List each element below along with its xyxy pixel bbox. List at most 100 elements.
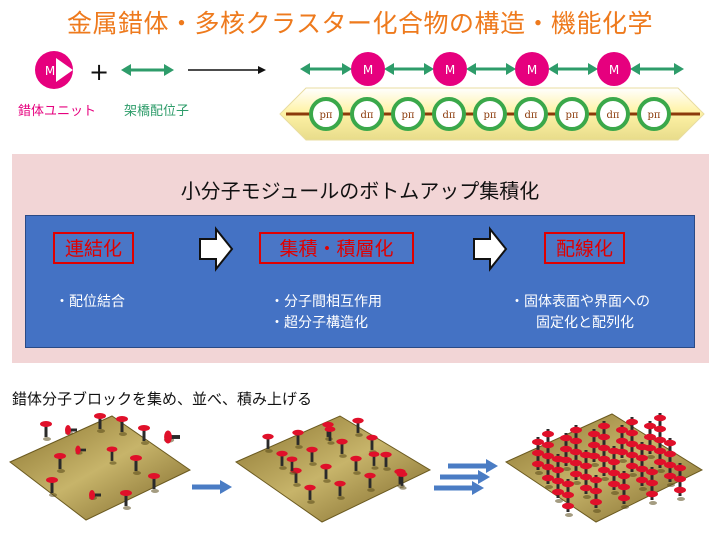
stacked-column	[532, 437, 544, 470]
complex-block	[570, 426, 582, 434]
orbital-label: pπ	[484, 110, 497, 121]
stage-stacking: 集積・積層化	[259, 232, 414, 264]
complex-block	[396, 471, 408, 490]
stacked-column	[618, 471, 630, 504]
complex-block	[334, 480, 346, 500]
column-shadow	[629, 473, 637, 477]
chain-ligands	[300, 63, 684, 75]
integration-title: 小分子モジュールのボトムアップ集積化	[180, 179, 540, 203]
complex-block	[542, 441, 554, 449]
complex-block	[94, 413, 106, 433]
column-shadow	[667, 483, 675, 487]
complex-block	[598, 422, 610, 430]
complex-block	[542, 430, 554, 438]
complex-block	[138, 425, 150, 445]
bullet-intermolecular: ・分子間相互作用	[270, 294, 382, 310]
orbital-ring: pπ	[637, 97, 671, 131]
scattered-blocks	[40, 413, 180, 510]
plus-sign: +	[89, 58, 110, 86]
complex-block	[89, 490, 101, 500]
column-shadow	[535, 471, 543, 475]
column-shadow	[583, 495, 591, 499]
complex-block	[106, 446, 118, 465]
stage-arrow-icon	[199, 226, 234, 272]
stacked-column	[664, 438, 676, 482]
orbital-label: pπ	[566, 110, 579, 121]
complex-block	[562, 480, 574, 488]
stacked-column	[542, 429, 554, 484]
complex-block	[324, 426, 336, 445]
complex-block	[654, 447, 666, 455]
complex-block	[654, 425, 666, 433]
orbital-ring: pπ	[391, 97, 425, 131]
bullet-alignment: 固定化と配列化	[536, 315, 634, 331]
complex-block	[654, 414, 666, 422]
orbital-label: dπ	[607, 110, 620, 121]
complex-block	[368, 451, 380, 470]
complex-block	[570, 448, 582, 456]
complex-block	[562, 491, 574, 499]
complex-block	[380, 451, 392, 471]
complex-block	[674, 464, 686, 472]
complex-block	[65, 425, 77, 435]
complex-block	[364, 472, 376, 492]
column-shadow	[591, 463, 599, 467]
column-shadow	[647, 455, 655, 459]
orbital-ring: dπ	[514, 97, 548, 131]
complex-block	[608, 458, 620, 466]
stacked-blocks	[532, 413, 686, 517]
bullet-coordination: ・配位結合	[55, 294, 125, 310]
complex-block	[580, 462, 592, 470]
complex-block	[636, 476, 648, 484]
stacked-column	[616, 425, 628, 458]
bridge-caption: 架橋配位子	[124, 104, 190, 119]
column-shadow	[565, 513, 573, 517]
complex-block	[560, 445, 572, 453]
stage-wiring: 配線化	[544, 232, 625, 264]
column-shadow	[573, 481, 581, 485]
column-shadow	[601, 477, 609, 481]
complex-block	[552, 477, 564, 485]
stacked-column	[562, 479, 574, 512]
complex-block	[664, 450, 676, 458]
complex-block	[292, 429, 304, 449]
stacked-column	[598, 421, 610, 476]
orbital-label: pπ	[648, 110, 661, 121]
complex-block	[598, 466, 610, 474]
orbital-label: pπ	[320, 110, 333, 121]
stacked-column	[644, 421, 656, 454]
stage-linking: 連結化	[53, 232, 134, 264]
complex-block	[286, 456, 298, 475]
complex-block	[636, 465, 648, 473]
complex-block	[588, 430, 600, 438]
bridging-ligand-icon	[121, 64, 174, 76]
assembly-caption: 錯体分子ブロックを集め、並べ、積み上げる	[12, 390, 313, 408]
page-title: 金属錯体・多核クラスター化合物の構造・機能化学	[66, 9, 653, 38]
complex-block	[598, 444, 610, 452]
stacked-column	[570, 425, 582, 480]
complex-block	[636, 454, 648, 462]
bridge-arrow-icon	[300, 63, 352, 75]
bullet-surface: ・固体表面や界面への	[510, 294, 650, 310]
substrate-plate-2	[234, 415, 432, 523]
complex-block	[626, 418, 638, 426]
column-shadow	[611, 491, 619, 495]
complex-block	[616, 426, 628, 434]
complex-block	[588, 441, 600, 449]
complex-block	[608, 480, 620, 488]
complex-block	[570, 470, 582, 478]
complex-block	[276, 450, 288, 470]
column-shadow	[563, 467, 571, 471]
complex-block	[542, 452, 554, 460]
orbital-label: dπ	[525, 110, 538, 121]
stacked-column	[552, 454, 564, 498]
reaction-arrow-icon	[188, 66, 266, 74]
complex-block	[532, 460, 544, 468]
complex-block	[626, 451, 638, 459]
chain-metal: M	[351, 52, 385, 86]
complex-block	[560, 434, 572, 442]
